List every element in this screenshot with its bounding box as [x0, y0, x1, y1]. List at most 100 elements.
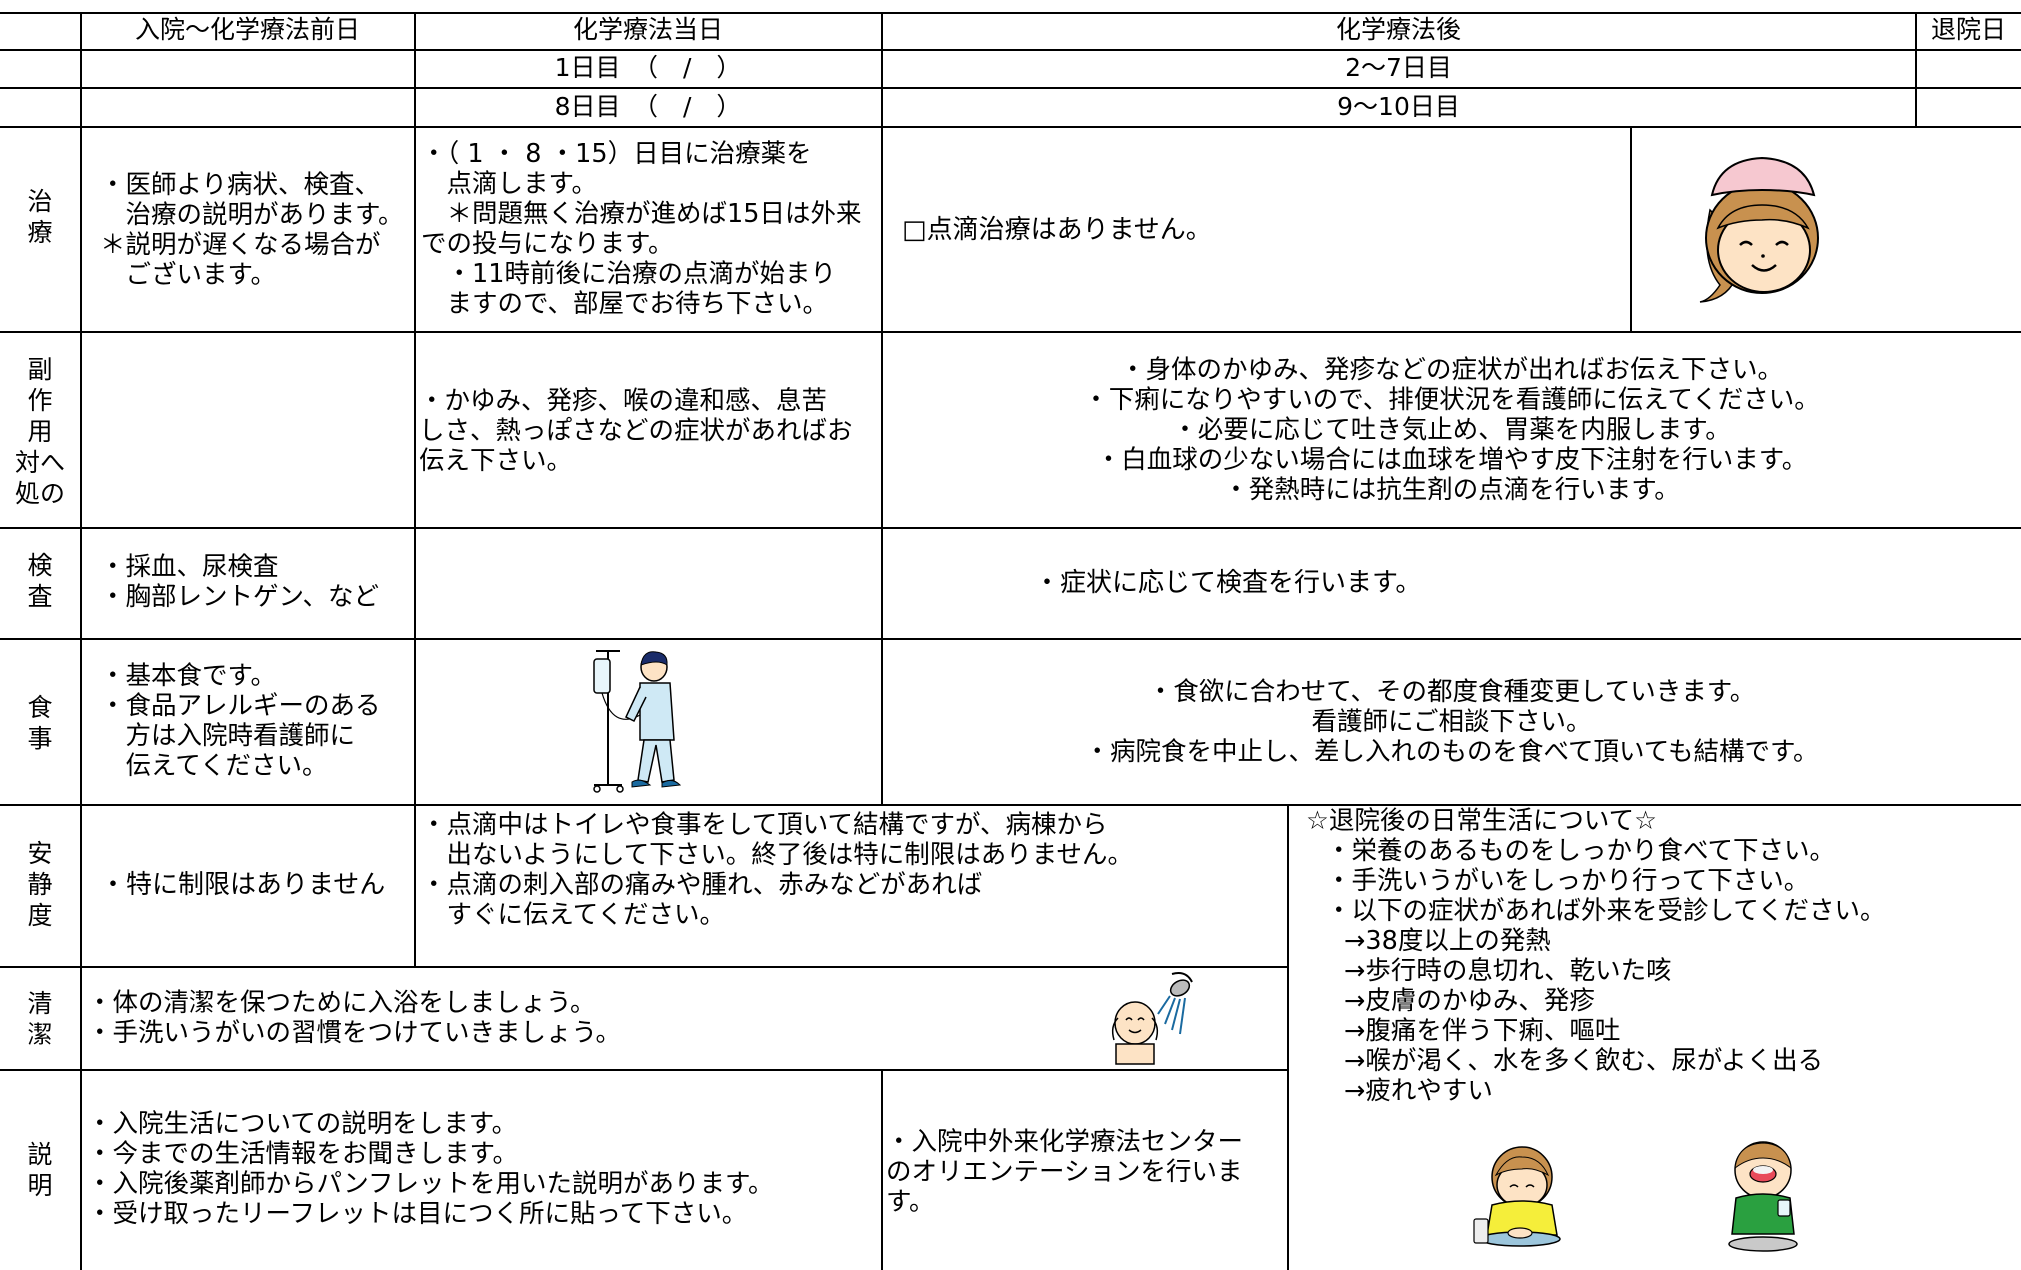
after-discharge-notes: ☆退院後の日常生活について☆ ・栄養のあるものをしっかり食べて下さい。 ・手洗い…: [1306, 806, 1885, 1106]
label-char: 治: [27, 187, 53, 216]
text-line: 治療の説明があります。: [100, 200, 404, 230]
grid-line: [0, 638, 2021, 640]
label-char: 度: [27, 901, 53, 930]
text-line: →疲れやすい: [1344, 1076, 1493, 1106]
row-label-activity: 安 静 度: [0, 838, 80, 931]
tests-after-text: ・症状に応じて検査を行います。: [1034, 568, 1422, 598]
text-line: ・体の清潔を保つために入浴をしましょう。: [87, 988, 596, 1018]
text-line: ＊説明が遅くなる場合が: [100, 230, 381, 260]
label-char: 療: [27, 218, 53, 247]
grid-line: [0, 12, 2021, 14]
label-char: 査: [27, 582, 53, 611]
days-2-7-label: 2〜7日目: [1345, 53, 1452, 82]
after-discharge-title: ☆退院後の日常生活について☆: [1306, 806, 1657, 836]
shower-illustration-icon: [1111, 972, 1193, 1065]
activity-pre-text: ・特に制限はありません: [100, 870, 386, 900]
grid-line: [1630, 126, 1632, 332]
days-9-10-label: 9〜10日目: [1337, 92, 1460, 121]
text-line: ございます。: [100, 260, 276, 290]
label-char: 明: [27, 1171, 53, 1200]
side-effects-day-text: ・かゆみ、発疹、喉の違和感、息苦 しさ、熱っぽさなどの症状があればお 伝え下さい…: [419, 386, 853, 476]
text-line: ・基本食です。: [100, 661, 276, 691]
text-line: すぐに伝えてください。: [421, 900, 725, 930]
text-line: →歩行時の息切れ、乾いた咳: [1344, 956, 1672, 986]
text-line: →腹痛を伴う下痢、嘔吐: [1344, 1016, 1621, 1046]
label-char: 作: [27, 386, 53, 415]
text-line: ・食品アレルギーのある: [100, 691, 381, 721]
label-char: 潔: [27, 1020, 53, 1049]
header-after-chemo: 化学療法後: [1335, 15, 1461, 44]
text-line: での投与になります。: [421, 229, 674, 259]
text-line: ・医師より病状、検査、: [100, 170, 380, 200]
label-char: 静: [27, 870, 53, 899]
activity-day-text: ・点滴中はトイレや食事をして頂いて結構ですが、病棟から 出ないようにして下さい。…: [421, 810, 1133, 930]
text-line: →38度以上の発熱: [1344, 926, 1551, 956]
hygiene-text: ・体の清潔を保つために入浴をしましょう。 ・手洗いうがいの習慣をつけていきましょ…: [87, 988, 621, 1048]
label-char: 処の: [14, 479, 65, 508]
text-line: ・採血、尿検査: [100, 552, 279, 582]
grid-line: [414, 12, 416, 967]
text-line: ・（ 1 ・ 8 ・15）日目に治療薬を: [421, 139, 812, 169]
text-line: →喉が渇く、水を多く飲む、尿がよく出る: [1344, 1046, 1824, 1076]
text-line: ・入院後薬剤師からパンフレットを用いた説明があります。: [87, 1169, 774, 1199]
nurse-illustration-icon: [1699, 156, 1819, 303]
grid-line: [80, 12, 82, 1270]
grid-line: [881, 12, 883, 804]
row-label-side-effects: 副 作 用 対へ 処の: [12, 354, 68, 509]
label-char: 事: [27, 724, 53, 753]
text-line: ・下痢になりやすいので、排便状況を看護師に伝えてください。: [1083, 385, 1820, 415]
grid-line: [0, 804, 2021, 806]
label-char: 食: [27, 693, 53, 722]
treatment-after-text: □点滴治療はありません。: [902, 215, 1212, 245]
row-label-treatment: 治 療: [0, 186, 80, 248]
text-line: ・受け取ったリーフレットは目につく所に貼って下さい。: [87, 1199, 748, 1229]
label-char: 安: [27, 839, 53, 868]
text-line: ・点滴中はトイレや食事をして頂いて結構ですが、病棟から: [421, 810, 1108, 840]
label-char: 対へ: [14, 448, 65, 477]
row-label-tests: 検 査: [0, 550, 80, 612]
iv-drip-patient-illustration-icon: [593, 650, 682, 793]
text-line: ・以下の症状があれば外来を受診してください。: [1326, 896, 1886, 926]
row-label-explanation: 説 明: [0, 1139, 80, 1201]
text-line: 伝え下さい。: [419, 446, 573, 476]
text-line: ますので、部屋でお待ち下さい。: [421, 289, 828, 319]
text-line: ・かゆみ、発疹、喉の違和感、息苦: [419, 386, 828, 416]
side-effects-after-text: ・身体のかゆみ、発疹などの症状が出ればお伝え下さい。 ・下痢になりやすいので、排…: [882, 355, 2021, 505]
grid-line: [0, 331, 2021, 333]
explanation-pre-text: ・入院生活についての説明をします。 ・今までの生活情報をお聞きします。 ・入院後…: [87, 1109, 773, 1229]
text-line: ・白血球の少ない場合には血球を増やす皮下注射を行います。: [1095, 445, 1808, 475]
gargling-child-illustration-icon: [1728, 1141, 1798, 1252]
text-line: ・胸部レントゲン、など: [100, 582, 379, 612]
tests-pre-text: ・採血、尿検査 ・胸部レントゲン、など: [100, 552, 379, 612]
label-char: 副: [27, 355, 53, 384]
grid-line: [0, 966, 1288, 968]
text-line: ・今までの生活情報をお聞きします。: [87, 1139, 518, 1169]
text-line: ・手洗いうがいをしっかり行って下さい。: [1326, 866, 1810, 896]
explanation-day-text: ・入院中外来化学療法センター のオリエンテーションを行いま す。: [886, 1127, 1243, 1217]
grid-line: [881, 1069, 883, 1270]
text-line: ・栄養のあるものをしっかり食べて下さい。: [1326, 836, 1835, 866]
meals-after-text: ・食欲に合わせて、その都度食種変更していきます。 看護師にご相談下さい。 ・病院…: [882, 677, 2021, 767]
text-line: ・点滴の刺入部の痛みや腫れ、赤みなどがあれば: [421, 870, 983, 900]
text-line: 点滴します。: [421, 169, 597, 199]
text-line: 伝えてください。: [100, 751, 328, 781]
grid-line: [1287, 804, 1289, 1270]
header-discharge-day: 退院日: [1930, 15, 2006, 44]
text-line: ＊問題無く治療が進めば15日は外来: [421, 199, 862, 229]
grid-line: [0, 87, 2021, 89]
label-char: 説: [27, 1140, 53, 1169]
text-line: →皮膚のかゆみ、発疹: [1344, 986, 1595, 1016]
text-line: ・身体のかゆみ、発疹などの症状が出ればお伝え下さい。: [1119, 355, 1783, 385]
text-line: ・手洗いうがいの習慣をつけていきましょう。: [87, 1018, 621, 1048]
text-line: 出ないようにして下さい。終了後は特に制限はありません。: [421, 840, 1133, 870]
grid-line: [1915, 12, 1917, 127]
text-line: ・食欲に合わせて、その都度食種変更していきます。: [1147, 677, 1756, 707]
day-1-label: 1日目 （ / ）: [554, 53, 742, 82]
meals-pre-text: ・基本食です。 ・食品アレルギーのある 方は入院時看護師に 伝えてください。: [100, 661, 381, 781]
day-8-label: 8日目 （ / ）: [554, 92, 742, 121]
grid-line: [0, 1069, 1288, 1071]
label-char: 検: [27, 551, 53, 580]
text-line: ・入院生活についての説明をします。: [87, 1109, 518, 1139]
text-line: ・病院食を中止し、差し入れのものを食べて頂いても結構です。: [1084, 737, 1819, 767]
